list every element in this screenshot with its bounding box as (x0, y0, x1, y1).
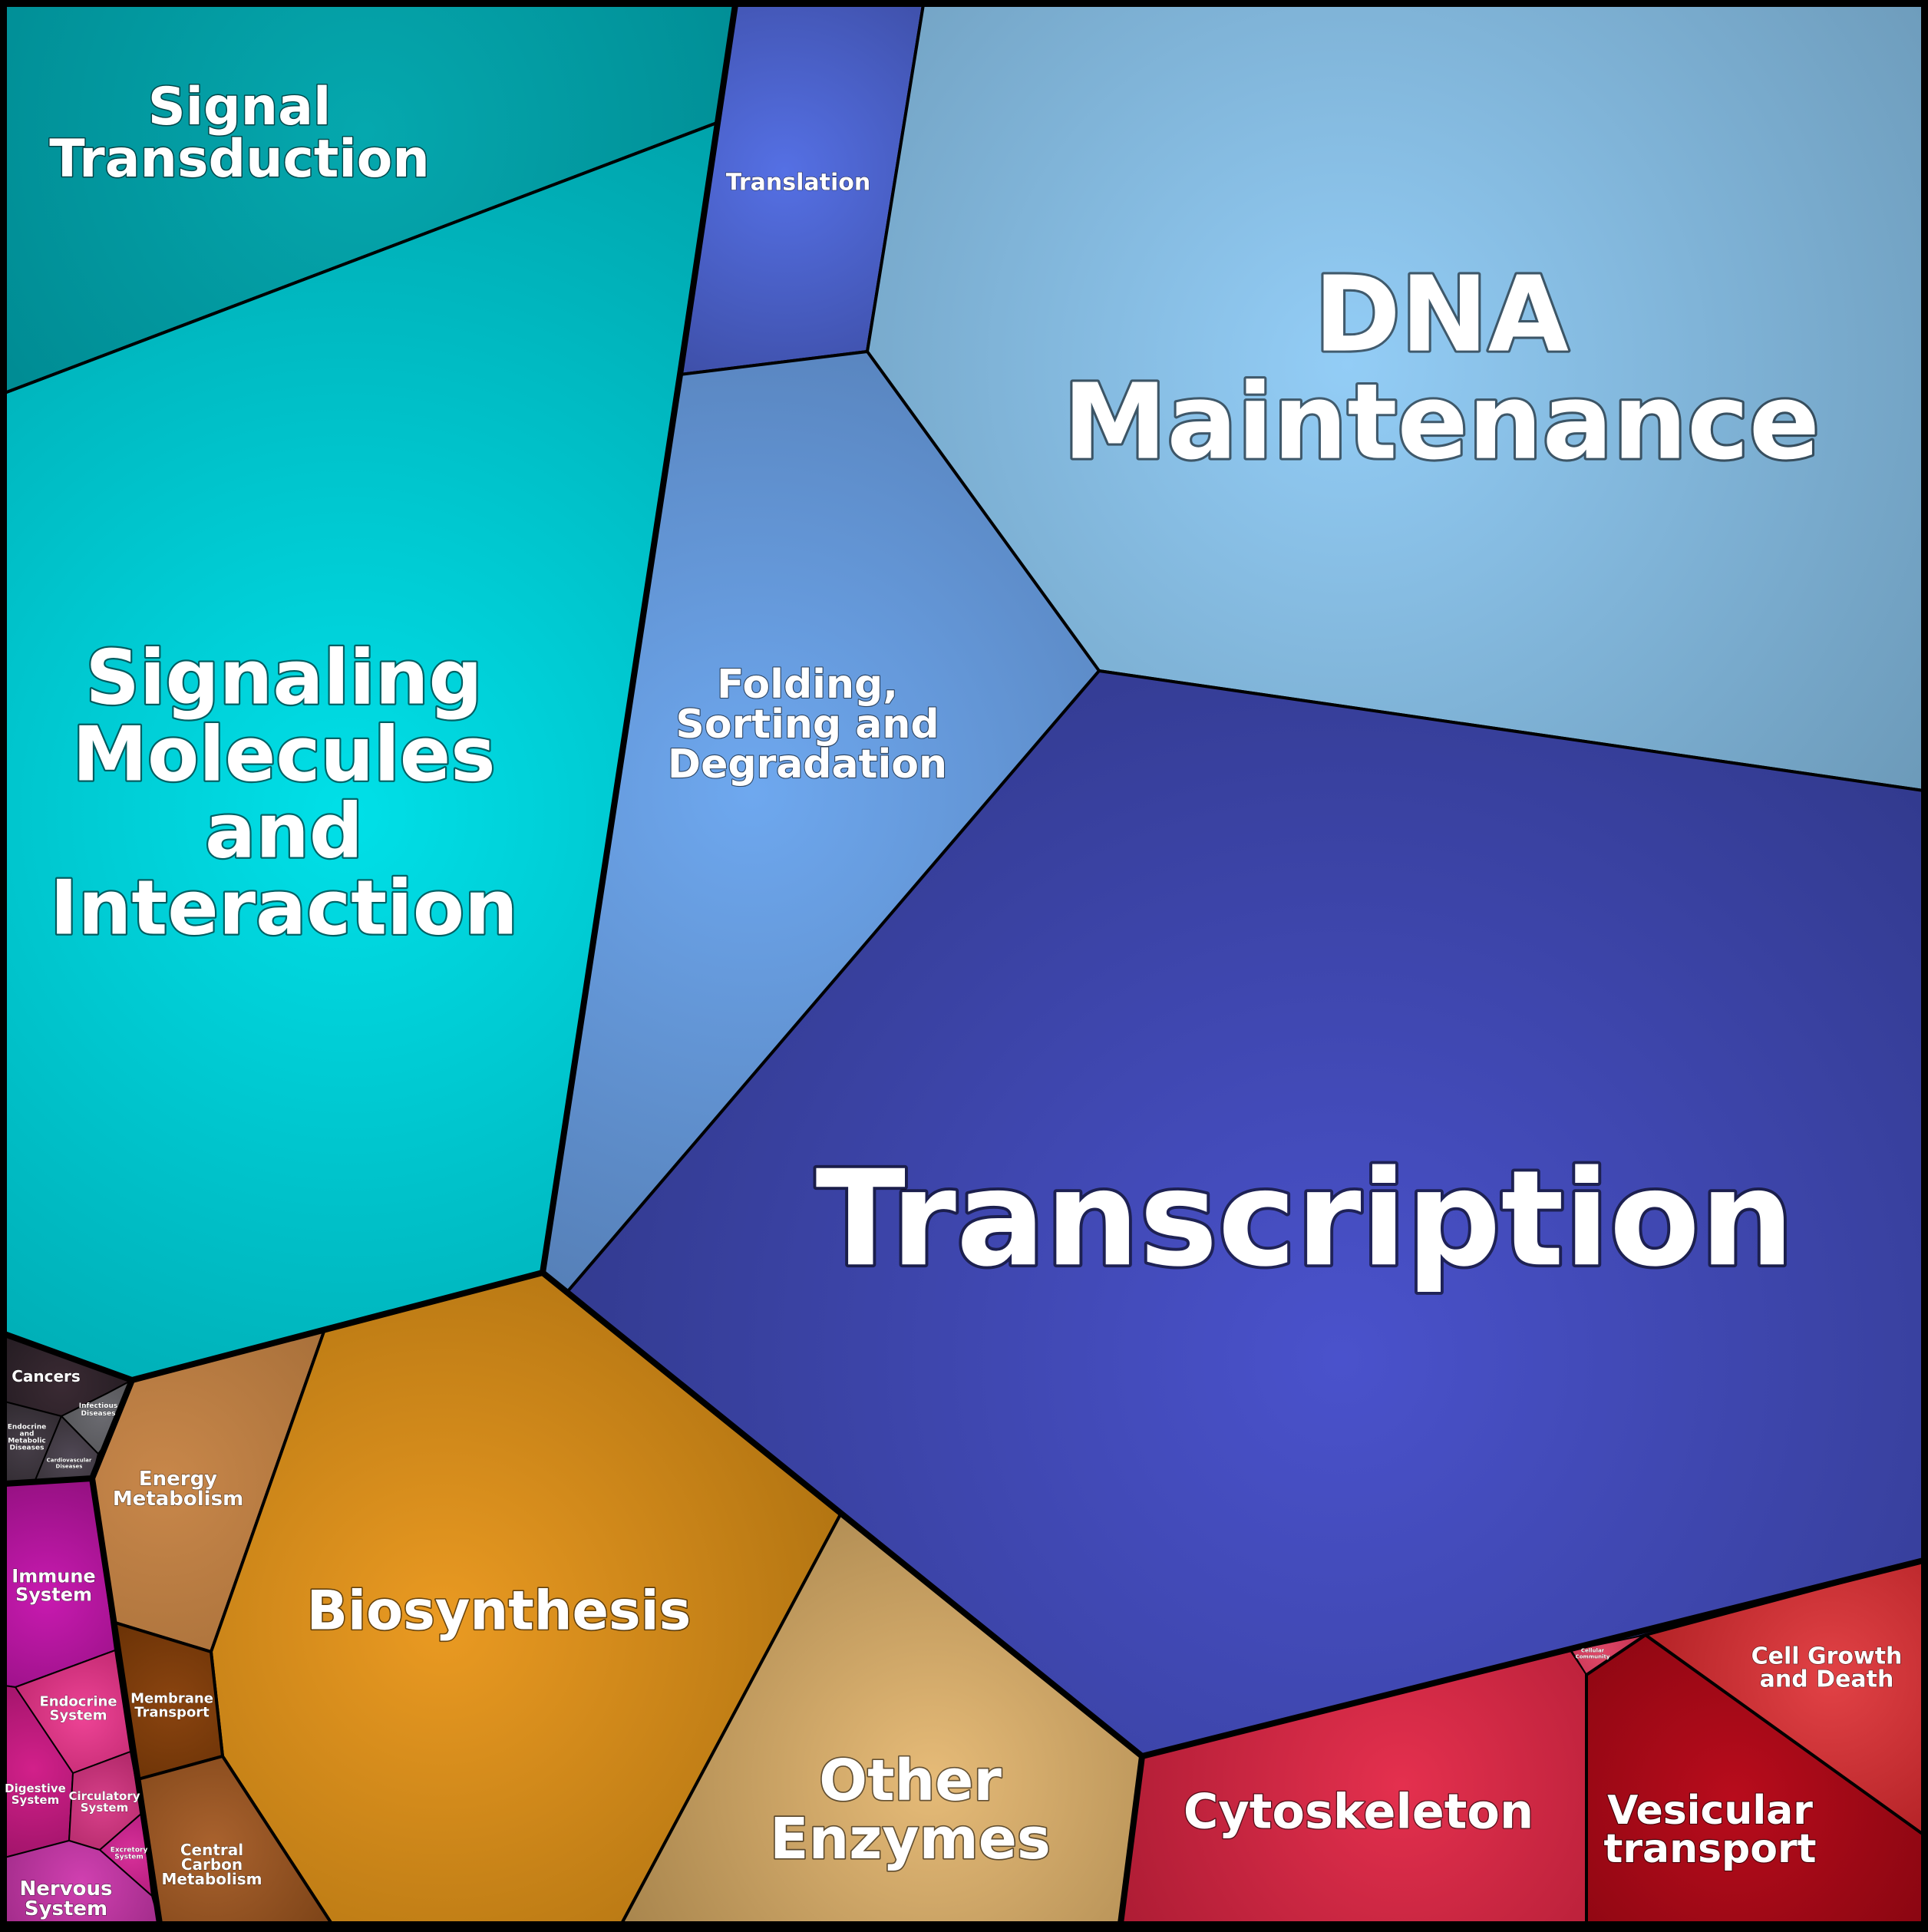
label-line: System (12, 1793, 59, 1807)
label-line: Infectious (79, 1402, 117, 1410)
label-line: Transcription (816, 1141, 1794, 1296)
label-line: and Death (1760, 1666, 1894, 1693)
label-line: Endocrine (8, 1424, 47, 1432)
label-line: Folding, (717, 662, 898, 708)
label-line: Sorting and (675, 702, 939, 748)
label-line: Diseases (81, 1410, 116, 1418)
label-line: Cytoskeleton (1184, 1784, 1533, 1840)
label-line: Excretory (111, 1847, 148, 1854)
label-line: Endocrine (39, 1693, 117, 1709)
label-line: Diseases (10, 1445, 45, 1452)
label-line: Maintenance (1063, 362, 1820, 484)
label-line: Digestive (5, 1782, 66, 1795)
group-border-genetic (540, 4, 738, 1273)
label-line: Signaling (85, 634, 482, 722)
label-line: Cancers (12, 1367, 81, 1385)
label-line: System (15, 1584, 92, 1605)
label-line: Cardiovascular (47, 1457, 92, 1463)
label-line: Transduction (49, 129, 430, 190)
label-line: Transport (134, 1704, 210, 1720)
label-line: transport (1603, 1826, 1816, 1872)
label-line: Metabolic (8, 1438, 46, 1445)
label-line: Cellular (1581, 1647, 1605, 1653)
label-line: Energy (139, 1468, 217, 1491)
label-cancers: Cancers (12, 1367, 81, 1385)
label-line: Nervous (19, 1878, 112, 1901)
group-border-cellular (1118, 1755, 1145, 1924)
label-line: and (20, 1431, 35, 1438)
label-line: Biosynthesis (307, 1580, 692, 1643)
group-border-metabolism (3, 1270, 1924, 1759)
label-line: System (114, 1854, 144, 1861)
label-line: and (205, 788, 363, 875)
label-line: System (81, 1801, 128, 1815)
label-line: System (50, 1707, 107, 1723)
label-line: Signal (148, 77, 332, 137)
label-line: DNA (1314, 255, 1569, 376)
label-line: Diseases (56, 1463, 83, 1469)
label-line: Other (819, 1748, 1002, 1814)
label-line: Translation (726, 170, 871, 197)
label-biosynthesis: Biosynthesis (307, 1580, 692, 1643)
label-line: Central (180, 1841, 243, 1859)
group-border-organismal (89, 1478, 163, 1924)
label-line: Community (1576, 1653, 1610, 1660)
label-line: Enzymes (770, 1806, 1051, 1872)
label-line: Vesicular (1607, 1788, 1813, 1834)
label-line: Cell Growth (1751, 1643, 1903, 1670)
label-line: System (25, 1897, 107, 1920)
label-line: Circulatory (68, 1789, 140, 1803)
label-line: Metabolism (161, 1870, 262, 1888)
label-line: Molecules (72, 711, 495, 798)
label-line: Carbon (181, 1855, 243, 1874)
label-transcription: Transcription (816, 1141, 1794, 1296)
label-cytoskeleton: Cytoskeleton (1184, 1784, 1533, 1840)
label-line: Immune (12, 1565, 95, 1587)
label-line: Metabolism (113, 1488, 243, 1511)
label-line: Interaction (50, 864, 518, 952)
label-line: Degradation (668, 741, 947, 788)
label-translation: Translation (726, 170, 871, 197)
label-line: Membrane (130, 1690, 213, 1706)
